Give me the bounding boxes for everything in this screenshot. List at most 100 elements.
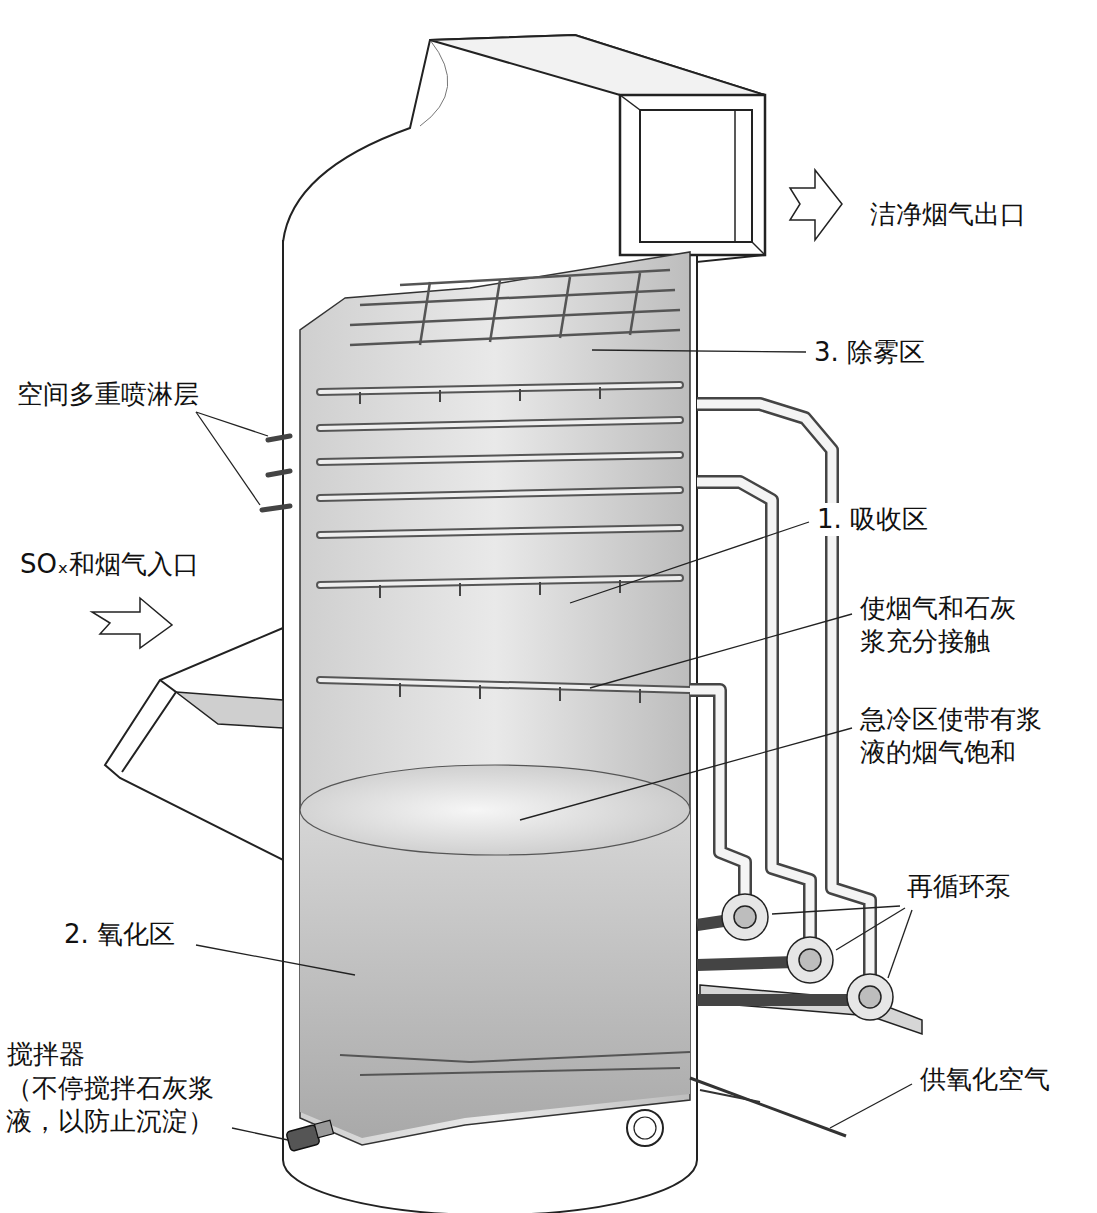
- outlet-face: [620, 95, 765, 255]
- pipe: [320, 528, 680, 535]
- outlet-edge: [620, 95, 640, 110]
- leader-line: [888, 910, 912, 978]
- suction-pipe: [697, 962, 795, 965]
- pipe: [320, 420, 680, 428]
- pipe: [320, 490, 680, 498]
- nozzle: [479, 685, 481, 699]
- leader-lines: [196, 350, 912, 1140]
- aeration-pipes: [340, 1052, 690, 1075]
- callout-label: 3. 除雾区: [812, 336, 927, 369]
- inlet-opening: [176, 692, 283, 728]
- agitator-motor: [286, 1124, 320, 1151]
- pipe-highlight: [690, 404, 870, 975]
- nozzle: [459, 583, 461, 596]
- agitator: [286, 1120, 334, 1151]
- manhole: [627, 1110, 663, 1146]
- nozzle: [379, 585, 381, 598]
- pump-hub: [859, 986, 881, 1008]
- pump: [787, 937, 833, 983]
- outlet-duct: [283, 35, 765, 262]
- pipe: [697, 482, 810, 938]
- pipe: [470, 1052, 690, 1062]
- callout-label: SOₓ和烟气入口: [18, 548, 201, 581]
- spray-stubs: [262, 436, 290, 510]
- leader-line: [196, 945, 355, 975]
- suction-pipe: [697, 994, 855, 1006]
- mist-eliminator: [350, 270, 680, 345]
- agitator-shaft: [314, 1120, 333, 1138]
- inlet-duct: [105, 628, 283, 860]
- leader-line: [520, 728, 852, 820]
- rod: [490, 280, 500, 342]
- rod: [630, 273, 640, 335]
- outlet-opening: [640, 110, 752, 242]
- callout-label: 搅拌器: [5, 1038, 87, 1071]
- callout-label: 急冷区使带有浆 液的烟气饱和: [858, 703, 1054, 768]
- duct-top: [430, 35, 765, 95]
- pipe: [320, 455, 680, 462]
- header-outline: [320, 385, 690, 690]
- outlet-edge: [734, 110, 736, 242]
- pump: [847, 974, 893, 1020]
- tower-shell: [283, 240, 697, 1213]
- pump: [722, 894, 768, 940]
- nozzles: [360, 387, 640, 703]
- nozzle: [559, 687, 561, 701]
- leader-line: [196, 412, 268, 436]
- pipe: [320, 420, 680, 428]
- callout-label: 2. 氧化区: [62, 918, 177, 951]
- pipe: [697, 482, 810, 938]
- pipe: [690, 690, 745, 895]
- leader-line: [196, 412, 260, 505]
- leader-line: [592, 350, 806, 352]
- pump-hub: [799, 949, 821, 971]
- nozzle: [359, 392, 361, 404]
- air-lance: [700, 1090, 760, 1102]
- pipe: [360, 1068, 680, 1075]
- callout-label: 供氧化空气: [918, 1063, 1052, 1096]
- rod: [360, 290, 675, 305]
- pipe: [320, 528, 680, 535]
- leader-line: [232, 1128, 288, 1140]
- stub: [268, 471, 290, 475]
- pipe: [320, 490, 680, 498]
- header-highlight: [320, 385, 690, 690]
- air-lance: [690, 1078, 846, 1136]
- cutaway-interior: [300, 252, 690, 1145]
- rod: [560, 277, 570, 338]
- pipe: [320, 385, 680, 392]
- leader-line: [830, 1084, 912, 1128]
- callout-label: 1. 吸收区: [815, 503, 930, 536]
- nozzle: [539, 582, 541, 595]
- outlet-arrow: [790, 170, 842, 240]
- pipe: [340, 1055, 470, 1062]
- manhole-ring: [634, 1117, 656, 1139]
- callout-label: 使烟气和石灰 浆充分接触: [858, 592, 1028, 657]
- pipe: [320, 455, 680, 462]
- leader-line: [590, 614, 852, 688]
- nozzle: [639, 689, 641, 703]
- pipe-outline: [690, 404, 870, 975]
- leader-line: [570, 522, 809, 603]
- pump-hub: [734, 906, 756, 928]
- spray-headers: [262, 385, 690, 703]
- stub: [268, 436, 290, 440]
- nozzle: [599, 387, 601, 399]
- pipe: [320, 680, 690, 690]
- nozzle: [399, 683, 401, 697]
- inlet-arrow: [92, 598, 172, 648]
- outlet-edge: [752, 242, 765, 255]
- pipe: [697, 404, 870, 975]
- callout-label: （不停搅拌石灰浆 液，以防止沉淀）: [4, 1072, 226, 1137]
- nozzle: [439, 390, 441, 402]
- slurry-surface: [300, 765, 690, 855]
- slurry-body: [300, 810, 690, 1138]
- pipe: [320, 680, 690, 690]
- callout-label: 洁净烟气出口: [868, 198, 1028, 231]
- callout-label: 空间多重喷淋层: [15, 378, 201, 411]
- rod: [400, 270, 670, 285]
- leader-line: [836, 908, 905, 950]
- rod: [420, 282, 430, 345]
